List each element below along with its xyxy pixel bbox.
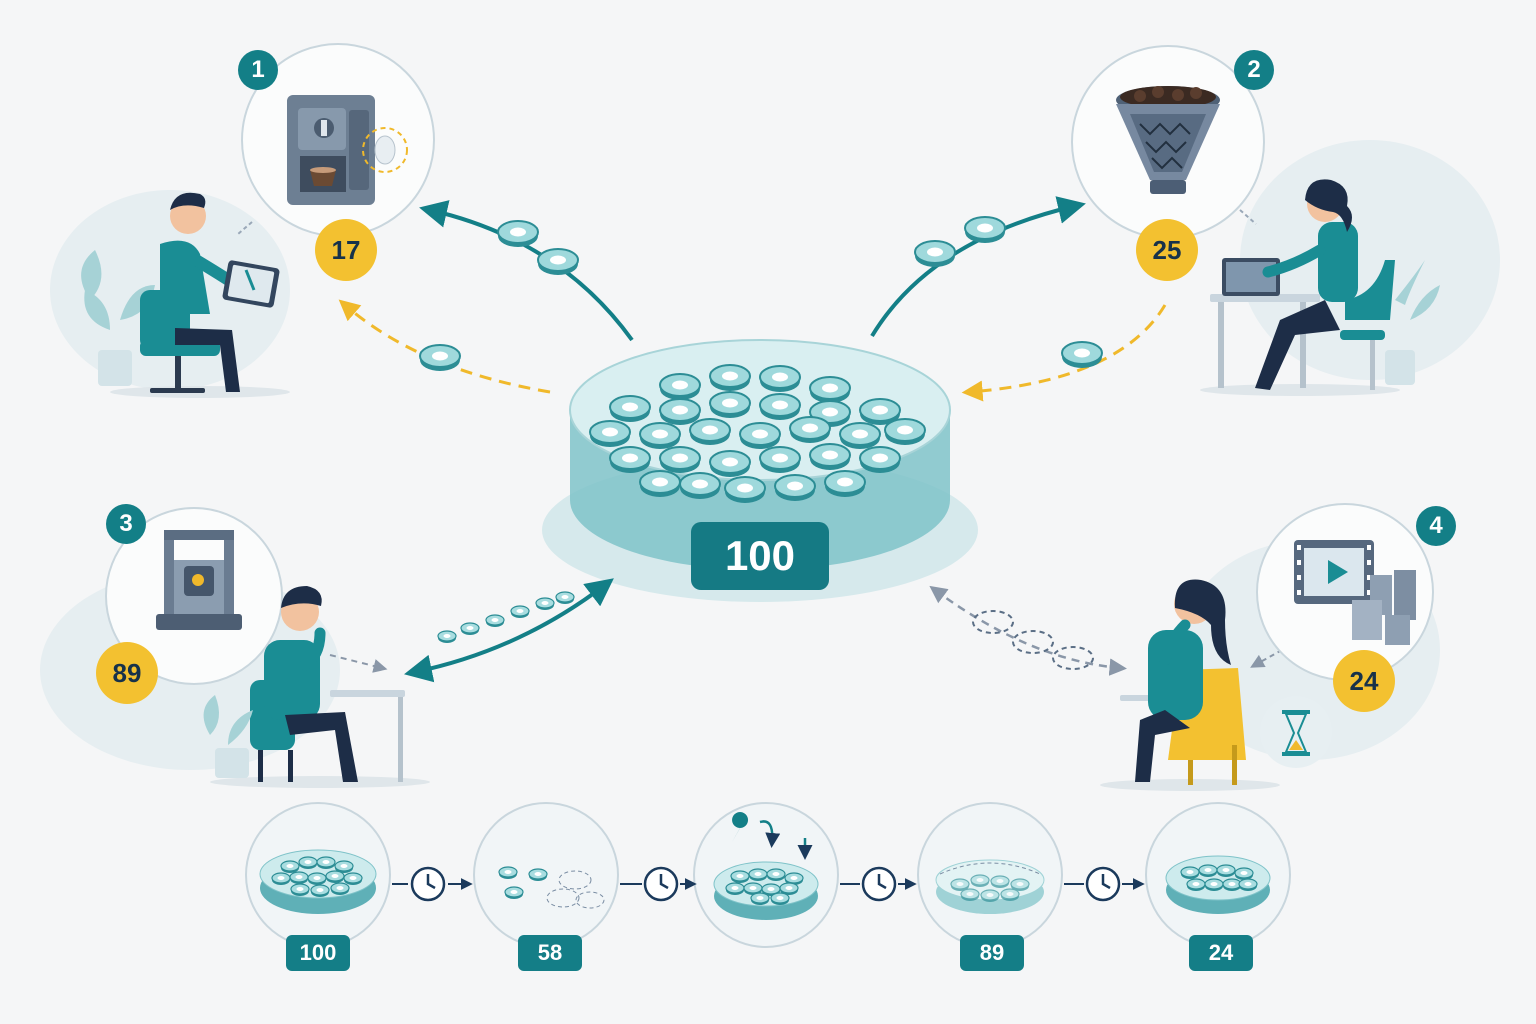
timeline-circle-2 [473,802,619,948]
quadrant-4 [1100,503,1434,791]
moving-token [460,622,480,636]
moving-token [437,630,457,644]
clock-icon [643,866,679,902]
blocks-icon [1352,570,1416,645]
step-badge-1: 1 [238,50,278,90]
clock-icon [410,866,446,902]
3d-printer-icon [156,530,242,630]
ghost-tokens [972,610,1094,670]
timeline [245,802,1291,948]
connector-arrow [929,585,1127,676]
video-player-icon [1294,540,1374,604]
coffee-grinder-icon [1116,86,1220,194]
moving-token [535,597,555,611]
moving-token [419,344,461,372]
hourglass-icon [1282,710,1310,756]
timeline-label-2: 58 [518,935,582,971]
step-badge-2: 2 [1234,50,1274,90]
central-token-pool [542,339,978,602]
count-badge-2: 25 [1136,219,1198,281]
return-arrow [961,304,1167,402]
pool-total-label: 100 [691,522,829,590]
quadrant-2 [1071,45,1440,396]
moving-token [1061,341,1103,369]
timeline-circle-1 [245,802,391,948]
timeline-label-4: 89 [960,935,1024,971]
timeline-circle-4 [917,802,1063,948]
moving-token [485,614,505,628]
timeline-circle-5 [1145,802,1291,948]
person-with-laptop [1200,179,1440,396]
person-waiting [1100,579,1280,791]
count-badge-1: 17 [315,219,377,281]
moving-token [510,605,530,619]
connector-arrow [404,578,614,683]
person-thinking [203,586,430,788]
clock-icon [861,866,897,902]
timeline-label-1: 100 [286,935,350,971]
espresso-machine-icon [287,95,408,205]
quadrant-3 [105,507,430,788]
timeline-circle-3 [693,802,839,948]
timeline-label-5: 24 [1189,935,1253,971]
clock-icon [1085,866,1121,902]
count-badge-4: 24 [1333,650,1395,712]
moving-token [497,220,539,248]
glance-arrow [329,654,388,673]
count-badge-3: 89 [96,642,158,704]
hourglass-bubble [1260,696,1332,768]
moving-token [914,240,956,268]
step-badge-4: 4 [1416,506,1456,546]
person-with-tablet [81,192,290,398]
moving-token [537,248,579,276]
moving-token [964,216,1006,244]
moving-token [555,591,575,605]
step-badge-3: 3 [106,504,146,544]
